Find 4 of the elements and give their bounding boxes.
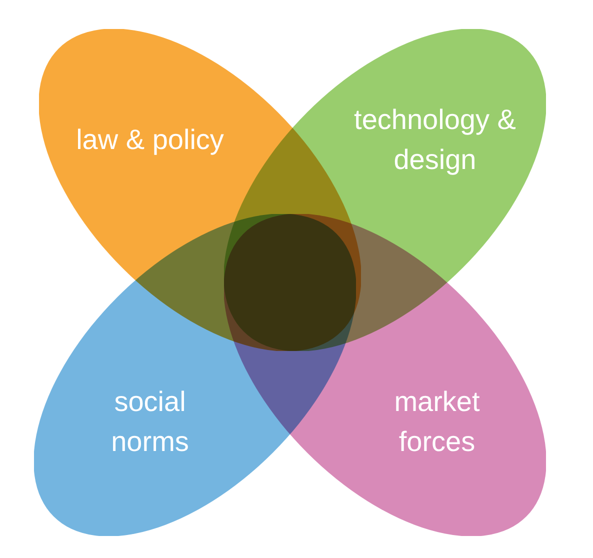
- petal-label: social norms: [110, 385, 190, 459]
- petal-label: law & policy: [75, 123, 225, 157]
- petal-label: technology & design: [353, 103, 517, 177]
- petal-label: market forces: [393, 385, 481, 459]
